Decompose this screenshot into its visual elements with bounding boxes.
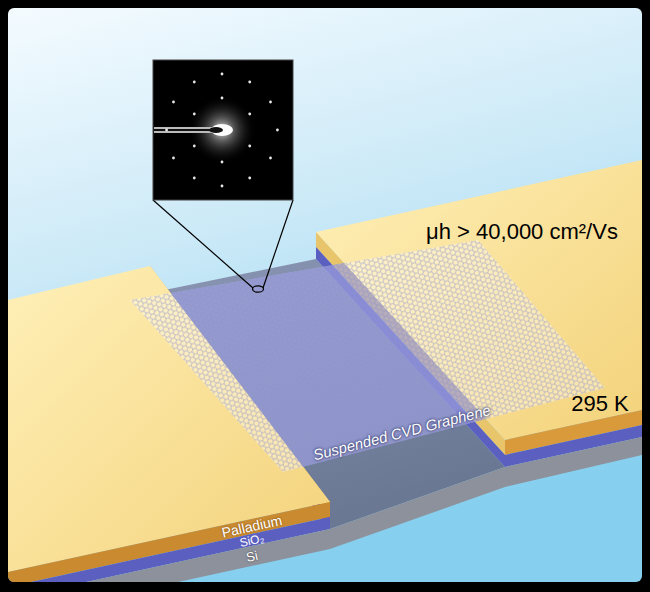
diffraction-spot (193, 145, 196, 148)
diffraction-spot (165, 129, 168, 132)
diffraction-spot (276, 129, 279, 132)
mobility-label: μh > 40,000 cm²/Vs (426, 220, 618, 244)
diffraction-spot (248, 145, 251, 148)
diffraction-spot (193, 81, 196, 84)
layer-label: SiO₂ (239, 532, 266, 550)
diffraction-spot (269, 157, 272, 160)
diffraction-spot (269, 101, 272, 104)
diffraction-spot (221, 73, 224, 76)
diffraction-spot (248, 177, 251, 180)
diffraction-spot (193, 177, 196, 180)
layer-label: Si (245, 549, 259, 565)
material-label: Suspended CVD Graphene (312, 402, 493, 464)
temperature-label: 295 K (571, 392, 629, 416)
diffraction-spot (248, 81, 251, 84)
diffraction-spot (221, 185, 224, 188)
diffraction-spot (193, 113, 196, 116)
diffraction-spot (221, 97, 224, 100)
diffraction-spot (172, 157, 175, 160)
diffraction-spot (172, 101, 175, 104)
diffraction-spot (248, 113, 251, 116)
diffraction-spot (221, 161, 224, 164)
